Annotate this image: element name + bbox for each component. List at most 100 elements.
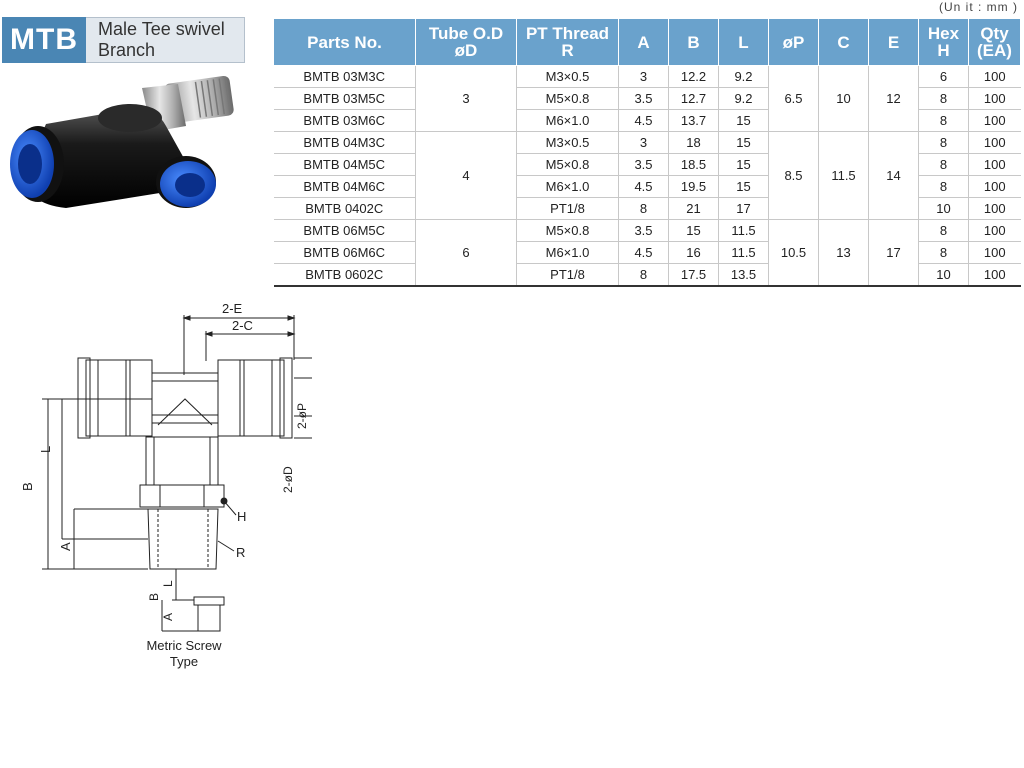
cell-qty: 100 — [968, 131, 1021, 154]
header-l: L — [718, 18, 769, 66]
cell-b: 18 — [668, 131, 719, 154]
cell-tube-od: 4 — [415, 131, 517, 220]
cell-b: 18.5 — [668, 153, 719, 176]
header-c: C — [818, 18, 869, 66]
product-title-badge: MTB Male Tee swivel Branch — [2, 17, 245, 63]
header-b: B — [668, 18, 719, 66]
cell-qty: 100 — [968, 153, 1021, 176]
table-row: BMTB 03M6C M6×1.0 4.5 13.7 15 8 100 — [273, 109, 1021, 132]
cell-l: 15 — [718, 175, 769, 198]
label-l: L — [38, 446, 53, 453]
label-l-small: L — [161, 580, 175, 587]
arrow-head — [204, 331, 213, 337]
cell-a: 8 — [618, 197, 669, 220]
cell-b: 16 — [668, 241, 719, 264]
cell-hex: 8 — [918, 109, 969, 132]
cell-hex: 8 — [918, 219, 969, 242]
left-collet — [77, 357, 91, 439]
cell-l: 11.5 — [718, 219, 769, 242]
cell-b: 19.5 — [668, 175, 719, 198]
cell-b: 12.7 — [668, 87, 719, 110]
header-p: øP — [768, 18, 819, 66]
cell-qty: 100 — [968, 87, 1021, 110]
cell-thread: PT1/8 — [516, 263, 619, 287]
arrow-head — [182, 315, 191, 321]
unit-note: (Un it : mm ) — [939, 0, 1018, 14]
cell-thread: M5×0.8 — [516, 87, 619, 110]
cell-part: BMTB 04M5C — [273, 153, 416, 176]
cell-c: 11.5 — [818, 131, 869, 220]
cell-b: 12.2 — [668, 65, 719, 88]
cell-part: BMTB 03M5C — [273, 87, 416, 110]
table-row: BMTB 04M3C 4 M3×0.5 3 18 15 8.5 11.5 14 … — [273, 131, 1021, 220]
cell-a: 3.5 — [618, 87, 669, 110]
cell-b: 21 — [668, 197, 719, 220]
thread — [147, 508, 219, 570]
cell-a: 3 — [618, 131, 669, 154]
cell-b: 15 — [668, 219, 719, 242]
cell-tube-od: 3 — [415, 65, 517, 132]
cell-thread: M3×0.5 — [516, 65, 619, 88]
header-qty-label: Qty — [980, 24, 1009, 43]
cell-l: 9.2 — [718, 65, 769, 88]
cell-part: BMTB 06M6C — [273, 241, 416, 264]
cell-part: BMTB 03M3C — [273, 65, 416, 88]
cell-qty: 100 — [968, 263, 1021, 287]
cell-hex: 8 — [918, 87, 969, 110]
leader-line — [217, 540, 235, 552]
label-a-small: A — [161, 613, 175, 621]
cell-qty: 100 — [968, 241, 1021, 264]
hex-nut — [139, 484, 225, 508]
drawing-caption: Metric Screw Type — [126, 638, 242, 670]
cell-qty: 100 — [968, 109, 1021, 132]
cell-hex: 6 — [918, 65, 969, 88]
cell-a: 3.5 — [618, 219, 669, 242]
cell-hex: 8 — [918, 241, 969, 264]
cell-qty: 100 — [968, 219, 1021, 242]
cell-e: 17 — [868, 219, 919, 287]
caption-line-2: Type — [169, 654, 199, 669]
label-a: A — [58, 542, 73, 551]
cell-thread: M5×0.8 — [516, 219, 619, 242]
cell-p: 10.5 — [768, 219, 819, 287]
cell-c: 10 — [818, 65, 869, 132]
table-row: BMTB 06M5C 6 M5×0.8 3.5 15 11.5 10.5 13 … — [273, 219, 1021, 287]
label-2c: 2-C — [232, 318, 253, 333]
cell-p: 6.5 — [768, 65, 819, 132]
right-body — [217, 359, 285, 437]
table-row: BMTB 06M6C M6×1.0 4.5 16 11.5 8 100 — [273, 241, 1021, 264]
table-row: BMTB 0602C PT1/8 8 17.5 13.5 10 100 — [273, 263, 1021, 287]
cell-a: 3 — [618, 65, 669, 88]
cell-thread: M6×1.0 — [516, 109, 619, 132]
cell-part: BMTB 03M6C — [273, 109, 416, 132]
cell-l: 15 — [718, 153, 769, 176]
cell-a: 8 — [618, 263, 669, 287]
caption-line-1: Metric Screw — [146, 638, 222, 653]
cell-part: BMTB 04M6C — [273, 175, 416, 198]
header-pt-thread-label: PT Thread — [525, 24, 610, 43]
leader-line — [223, 500, 237, 516]
cell-hex: 8 — [918, 131, 969, 154]
label-2d: 2-øD — [281, 466, 295, 493]
cell-thread: M6×1.0 — [516, 241, 619, 264]
arrow-head — [287, 331, 296, 337]
cell-l: 15 — [718, 109, 769, 132]
header-qty: Qty(EA) — [968, 18, 1021, 66]
cell-part: BMTB 04M3C — [273, 131, 416, 154]
technical-drawing: 2-E 2-C 2-øP 2-øD H R B — [20, 301, 312, 632]
header-hex-label: Hex — [927, 24, 960, 43]
header-qty-unit: (EA) — [977, 41, 1012, 60]
cell-hex: 10 — [918, 263, 969, 287]
label-2p: 2-øP — [295, 403, 309, 429]
table-row: BMTB 03M3C 3 M3×0.5 3 12.2 9.2 6.5 10 12… — [273, 65, 1021, 132]
cell-thread: PT1/8 — [516, 197, 619, 220]
cell-a: 3.5 — [618, 153, 669, 176]
product-code: MTB — [2, 17, 86, 63]
cell-hex: 8 — [918, 153, 969, 176]
label-2e: 2-E — [222, 301, 243, 316]
header-parts-no: Parts No. — [273, 18, 416, 66]
